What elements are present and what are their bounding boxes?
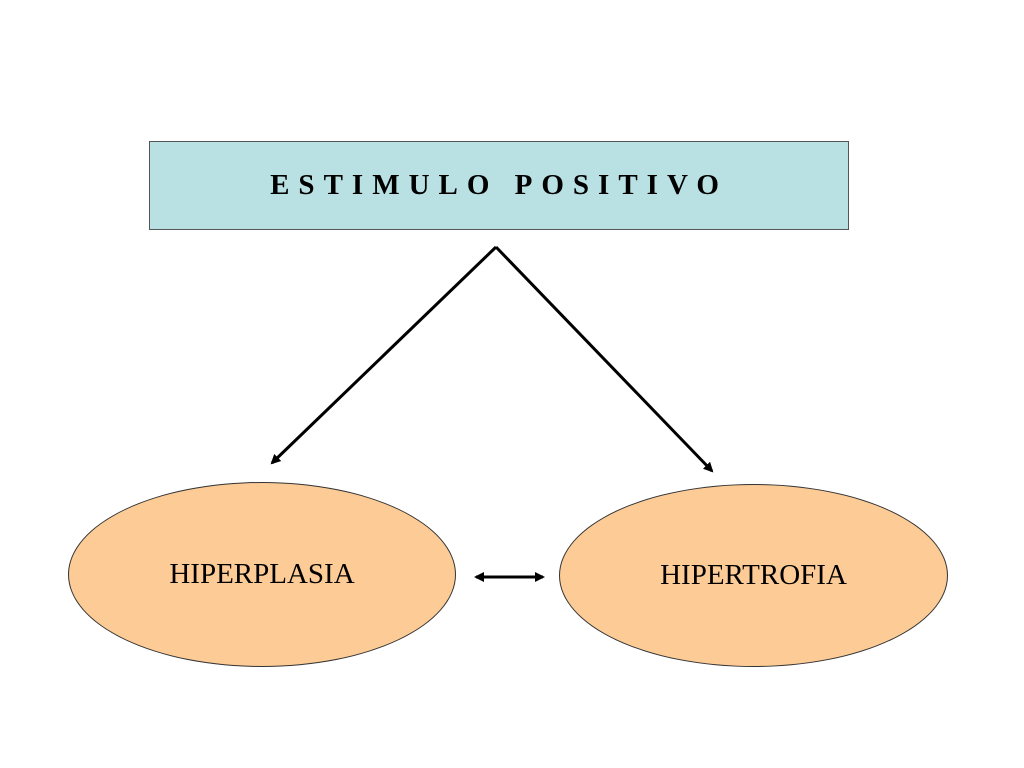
arrow-to-hiperplasia <box>270 245 498 465</box>
hiperplasia-node: HIPERPLASIA <box>68 482 456 667</box>
stimulus-label: ESTIMULO POSITIVO <box>270 169 728 201</box>
arrow-to-hipertrofia <box>494 245 714 473</box>
stimulus-box: ESTIMULO POSITIVO <box>149 141 849 230</box>
hiperplasia-label: HIPERPLASIA <box>169 558 355 590</box>
hipertrofia-node: HIPERTROFIA <box>559 484 948 667</box>
hipertrofia-label: HIPERTROFIA <box>660 559 847 591</box>
